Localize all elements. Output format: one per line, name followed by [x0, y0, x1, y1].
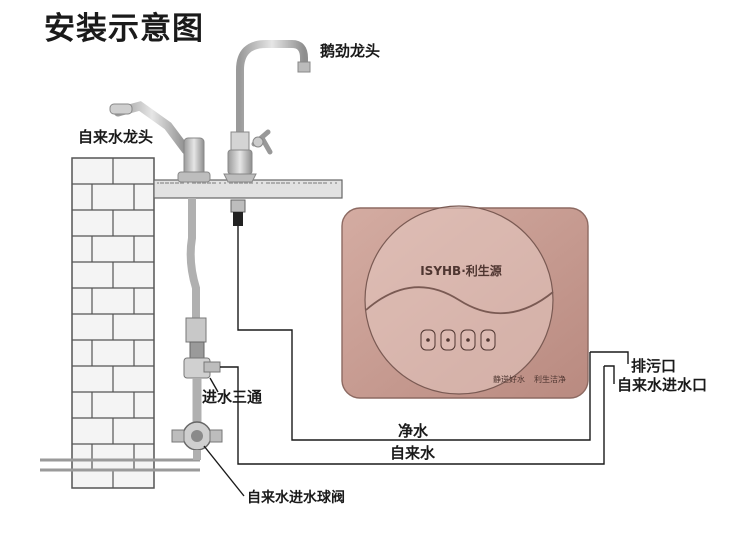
drain-pointer: [590, 351, 629, 364]
panel-button-dot: [446, 338, 450, 342]
ball-valve-icon: [171, 421, 223, 451]
panel-buttons: [420, 329, 496, 351]
panel-button-dot: [426, 338, 430, 342]
panel-wave: [365, 286, 554, 315]
tee-pointer: [209, 377, 219, 393]
inlet-tee-icon: [183, 317, 221, 379]
valve-pointer: [203, 445, 245, 497]
label-tap-water-line: 自来水: [390, 444, 436, 462]
label-gooseneck-faucet: 鹅劲龙头: [320, 42, 381, 60]
floor-line: [40, 458, 200, 472]
inlet-pointer: [604, 365, 615, 384]
purifier-device: ISYHB·利生源 静逆好水 利生洁净: [341, 205, 589, 399]
panel-text-left: 静逆好水: [493, 374, 525, 384]
label-drain-outlet: 排污口: [631, 357, 677, 375]
brand-logo: ISYHB·利生源: [420, 263, 502, 278]
label-inlet-ball-valve: 自来水进水球阀: [247, 490, 345, 506]
tap-faucet-icon: [109, 101, 211, 183]
label-tap-water-inlet: 自来水进水口: [617, 376, 708, 394]
panel-button-dot: [466, 338, 470, 342]
countertop-texture: [157, 182, 337, 184]
tap-water-line: [220, 366, 605, 465]
panel-button-dot: [486, 338, 490, 342]
brick-wall: [71, 157, 155, 489]
faucet-connector: [230, 199, 246, 226]
panel-text-right: 利生洁净: [534, 374, 566, 384]
flex-hose: [186, 198, 200, 318]
pure-water-line: [237, 226, 591, 441]
gooseneck-faucet-icon: [223, 40, 311, 183]
label-pure-water-line: 净水: [398, 422, 429, 440]
label-inlet-tee: 进水三通: [202, 388, 263, 406]
page-title: 安装示意图: [44, 11, 204, 47]
label-tap-faucet: 自来水龙头: [78, 128, 154, 146]
